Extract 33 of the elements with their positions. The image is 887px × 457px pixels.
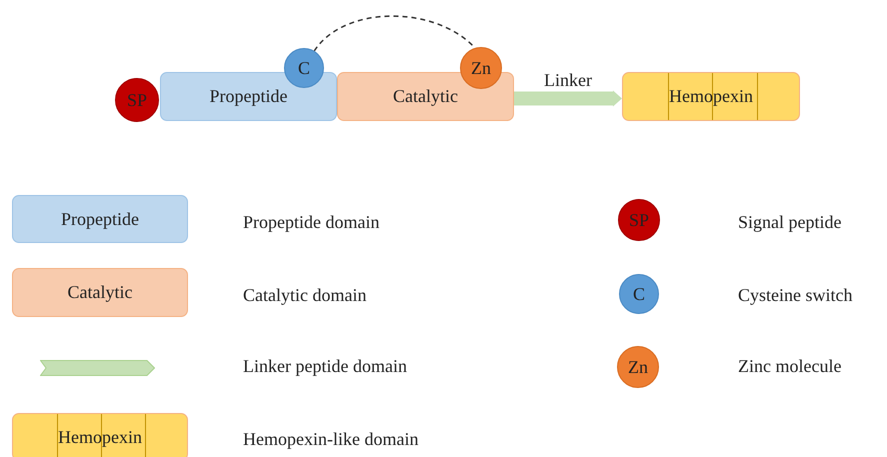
- circle-label: SP: [628, 210, 650, 230]
- propeptide-box: [12, 195, 188, 243]
- legend-label: Catalytic domain: [243, 284, 366, 306]
- circle-label: Zn: [471, 58, 491, 78]
- cysteine-circle: [619, 274, 659, 314]
- legend-label: Propeptide domain: [243, 211, 380, 233]
- catalytic-box: [12, 268, 188, 317]
- circle-label: Zn: [628, 356, 648, 378]
- legend-label: Linker peptide domain: [243, 355, 407, 377]
- signal-peptide-circle: [618, 199, 660, 241]
- circle-label: C: [298, 58, 310, 78]
- domain-label: Propeptide: [61, 208, 139, 230]
- domain-label: Catalytic: [393, 86, 458, 107]
- circle-label: SP: [126, 90, 148, 110]
- zinc-circle: [460, 47, 502, 89]
- cysteine-circle: [284, 48, 324, 88]
- circle-label: C: [632, 284, 645, 304]
- linker-arrow: [514, 90, 622, 106]
- linker-chevron: [40, 360, 155, 376]
- dashed-connector: [314, 15, 476, 52]
- hemopexin-box: [622, 72, 800, 121]
- signal-peptide-circle: [115, 78, 159, 122]
- legend-label: Hemopexin-like domain: [243, 428, 418, 450]
- legend-label: Cysteine switch: [738, 284, 852, 306]
- hemopexin-box: [12, 413, 188, 457]
- domain-label: Hemopexin: [669, 86, 753, 107]
- zinc-circle: [617, 346, 659, 388]
- domain-label: Catalytic: [68, 282, 132, 303]
- legend-label: Zinc molecule: [738, 355, 842, 377]
- domain-label: Hemopexin: [58, 426, 142, 448]
- domain-label: Propeptide: [210, 86, 288, 107]
- catalytic-box: [337, 72, 514, 121]
- legend-label: Signal peptide: [738, 211, 842, 233]
